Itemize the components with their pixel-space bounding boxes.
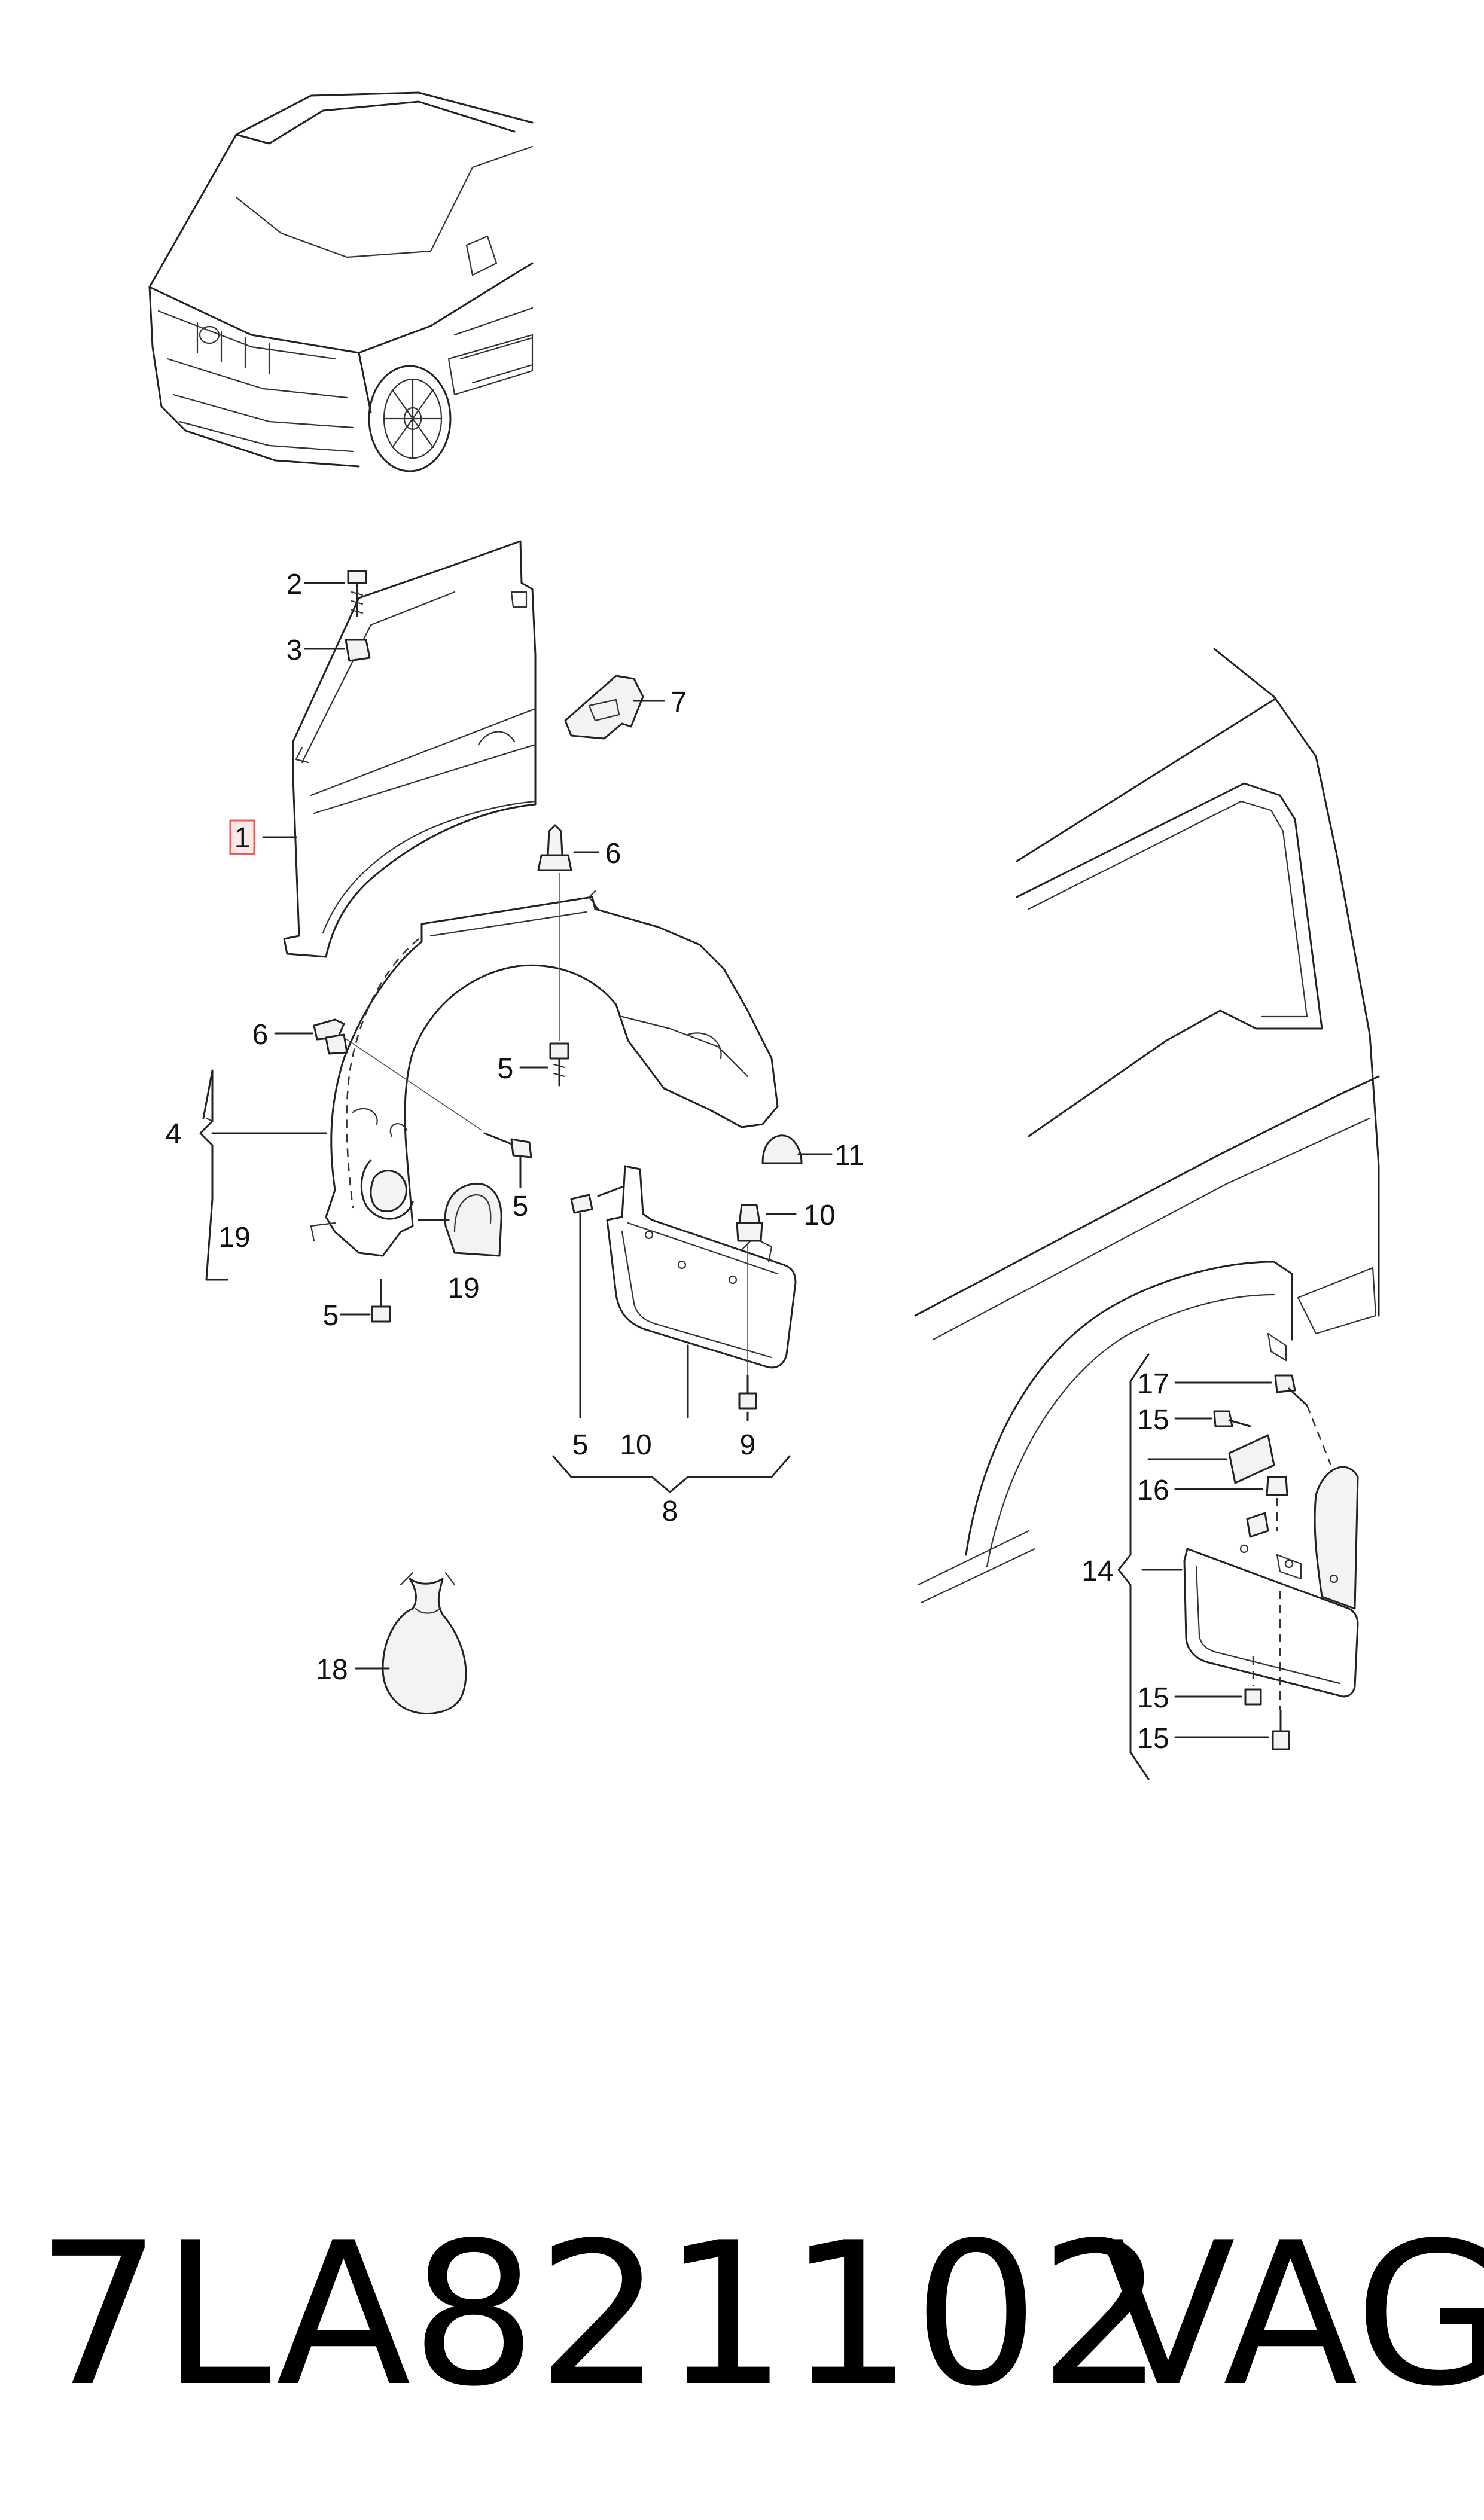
callout-15-lower-1: 15 (1137, 1682, 1169, 1714)
callout-3: 3 (287, 634, 303, 666)
callout-18: 18 (316, 1654, 348, 1686)
flap-part-19 (444, 1182, 502, 1257)
callout-17: 17 (1137, 1368, 1169, 1400)
callout-2: 2 (287, 569, 303, 600)
part-number-caption: 7LA821102 (36, 2200, 1165, 2430)
callout-5-diagonal: 5 (513, 1191, 529, 1222)
callout-4: 4 (166, 1118, 182, 1150)
fender-part (283, 540, 537, 958)
van-rear-body (914, 648, 1380, 1604)
bracket-part-7 (564, 675, 644, 740)
callout-15-lower-2: 15 (1137, 1723, 1169, 1755)
bag-part-18 (382, 1572, 467, 1715)
callout-8: 8 (662, 1496, 678, 1527)
callout-15-upper: 15 (1137, 1404, 1169, 1436)
leader-lines (199, 582, 1332, 1780)
callouts: 1 2 3 7 6 6 5 5 5 5 4 19 19 11 10 10 9 8… (166, 569, 1169, 1755)
van-thumbnail (148, 91, 534, 472)
callout-9: 9 (740, 1429, 756, 1461)
callout-19-bracket: 19 (218, 1222, 250, 1253)
callout-1: 1 (234, 822, 251, 854)
callout-7: 7 (671, 687, 687, 718)
callout-14: 14 (1081, 1555, 1113, 1587)
rear-mudflap-part-14 (1183, 1434, 1359, 1698)
callout-5-center: 5 (498, 1053, 514, 1085)
fasteners (313, 570, 1308, 1750)
callout-5-lower: 5 (323, 1300, 339, 1332)
wheel-housing-part (310, 890, 779, 1257)
mudflap-part-8 (606, 1165, 797, 1369)
callout-10-lower: 10 (620, 1429, 651, 1461)
callout-5-mudflap: 5 (572, 1429, 589, 1461)
callout-10-clip: 10 (803, 1200, 835, 1231)
callout-6-left: 6 (252, 1019, 269, 1051)
callout-11: 11 (834, 1140, 864, 1171)
callout-6-upper: 6 (605, 838, 621, 870)
callout-19-flap: 19 (447, 1273, 479, 1304)
callout-1-highlight (229, 819, 255, 855)
brand-caption: VAG (1101, 2200, 1484, 2430)
callout-16: 16 (1137, 1475, 1169, 1506)
